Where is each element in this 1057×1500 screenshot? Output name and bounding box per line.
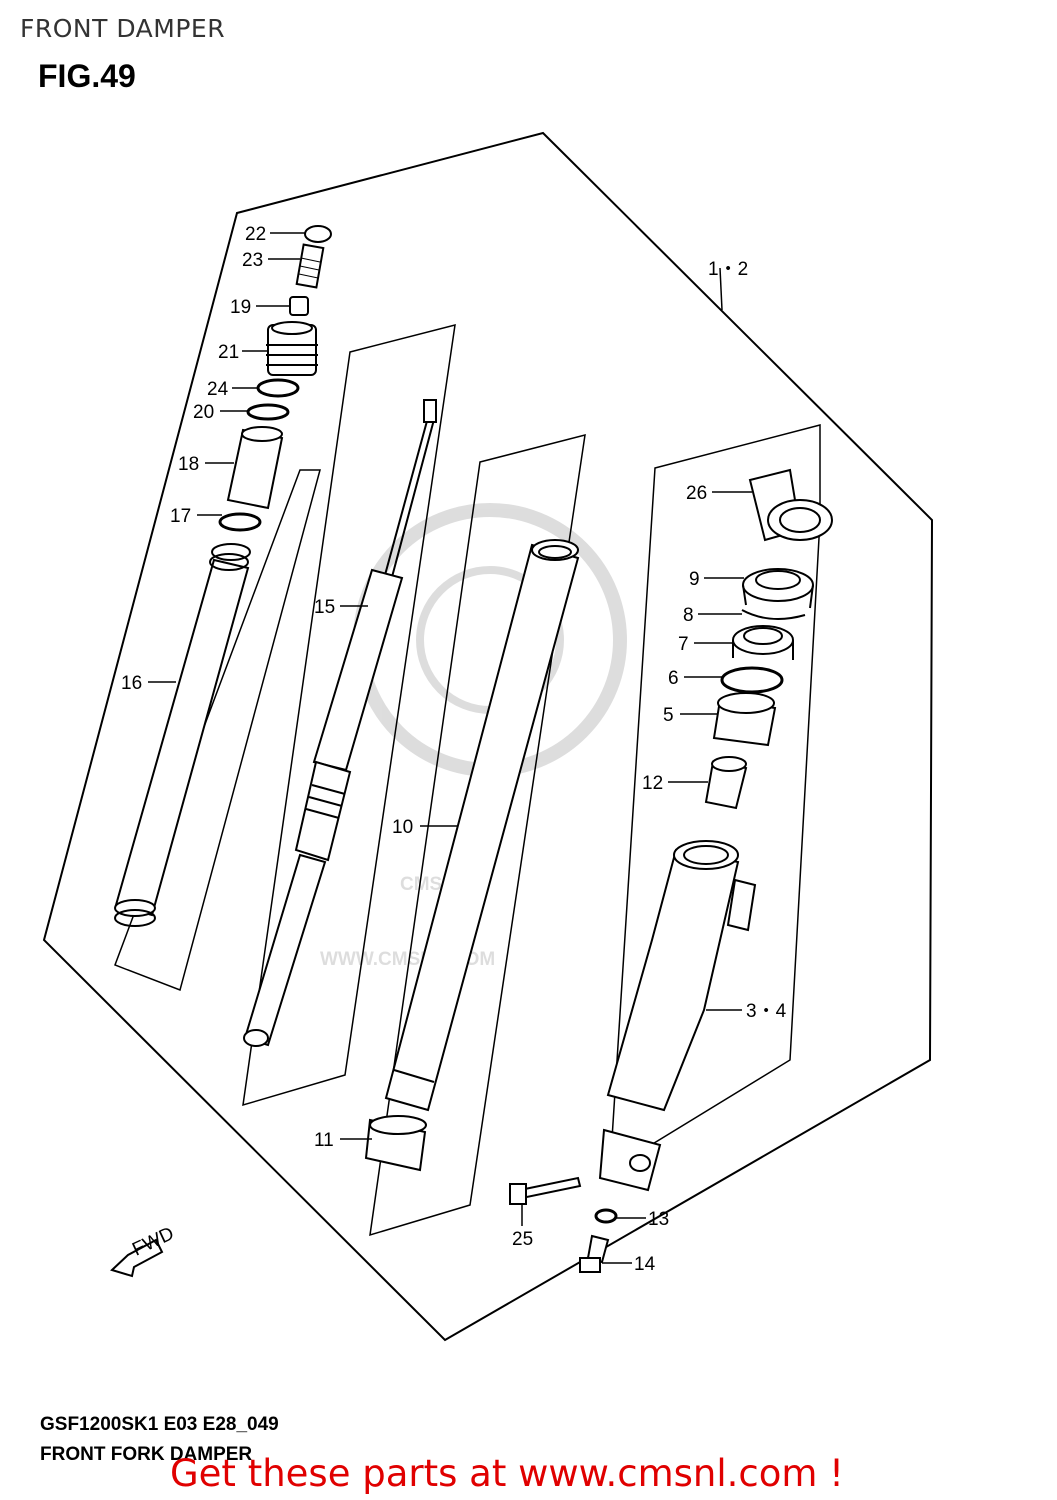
part-13-washer: [594, 1208, 618, 1224]
strip-outer-tube: [609, 424, 821, 1172]
callout-16: 16: [121, 673, 142, 694]
callout-22: 22: [245, 224, 266, 245]
part-6-washer: [720, 666, 784, 694]
part-9-oil-seal-stopper: [742, 568, 814, 609]
callout-21: 21: [218, 342, 239, 363]
part-24-o-ring: [256, 378, 300, 398]
callout-13: 13: [648, 1209, 669, 1230]
part-16-spring: [114, 543, 251, 927]
callout-1-2: 1・2: [708, 259, 748, 280]
strip-damper-rod: [242, 323, 456, 1107]
callout-15: 15: [314, 597, 335, 618]
page-title: FRONT DAMPER: [20, 14, 226, 43]
callout-23: 23: [242, 250, 263, 271]
part-20-circlip: [246, 403, 290, 421]
callout-20: 20: [193, 402, 214, 423]
callout-18: 18: [178, 454, 199, 475]
part-5-bush: [712, 692, 777, 747]
callout-14: 14: [634, 1254, 656, 1275]
callout-12: 12: [642, 773, 663, 794]
diagram-subtitle: FRONT FORK DAMPER: [40, 1444, 253, 1465]
part-23-adjuster: [295, 243, 325, 289]
callout-9: 9: [689, 569, 700, 590]
watermark-logo: CMS: [400, 874, 442, 895]
callout-25: 25: [512, 1229, 533, 1250]
part-11-bush: [364, 1115, 427, 1172]
part-21-cap-bolt: [266, 321, 318, 376]
part-18-spacer: [226, 426, 284, 510]
part-19-spacer: [289, 296, 309, 316]
part-15-damper-rod: [243, 399, 437, 1047]
part-25-bolt: [509, 1176, 582, 1205]
callout-5: 5: [663, 705, 674, 726]
promo-link[interactable]: Get these parts at www.cmsnl.com !: [170, 1452, 845, 1495]
callout-24: 24: [207, 379, 229, 400]
part-12-cylinder-base: [704, 756, 748, 810]
part-3-4-outer-tube: [598, 840, 757, 1192]
part-14-bolt: [579, 1234, 610, 1273]
callout-8: 8: [683, 605, 694, 626]
callout-19: 19: [230, 297, 251, 318]
part-22-washer: [304, 225, 332, 243]
part-26-dust-seal: [748, 468, 833, 542]
callout-26: 26: [686, 483, 707, 504]
callout-10: 10: [392, 817, 413, 838]
part-17-washer: [218, 512, 262, 532]
part-7-oil-seal: [732, 625, 794, 660]
part-8-clip: [741, 609, 806, 620]
callout-17: 17: [170, 506, 191, 527]
figure-number: FIG.49: [38, 58, 136, 94]
assembly-frame-outer: [42, 131, 934, 1342]
leader-lines: [148, 232, 752, 1264]
part-10-inner-tube: [384, 539, 580, 1112]
callout-11: 11: [314, 1130, 334, 1151]
strip-inner-tube: [369, 433, 586, 1237]
callout-3-4: 3・4: [746, 1001, 787, 1022]
diagram-code: GSF1200SK1 E03 E28_049: [40, 1414, 279, 1435]
callout-6: 6: [668, 668, 679, 689]
fwd-arrow-icon: FWD: [110, 1223, 177, 1278]
callout-7: 7: [678, 634, 689, 655]
